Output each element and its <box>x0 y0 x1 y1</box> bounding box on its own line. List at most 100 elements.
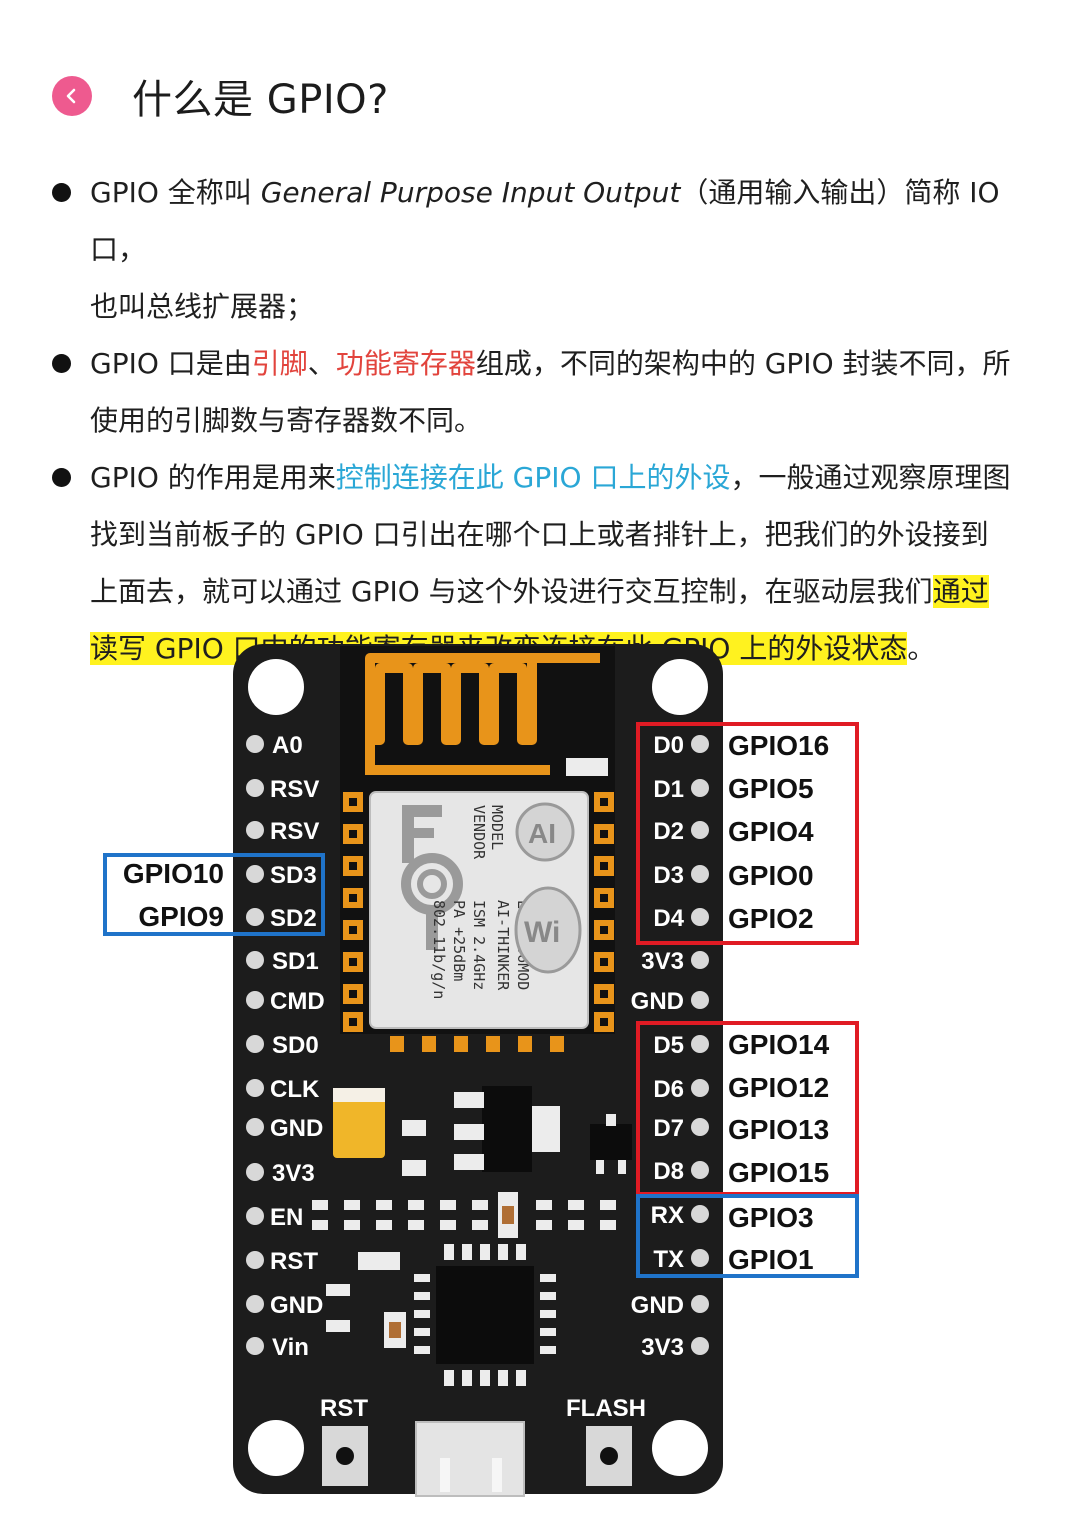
svg-text:AI: AI <box>528 818 556 849</box>
regulator-tab <box>532 1106 560 1152</box>
svg-text:Wi: Wi <box>524 916 560 949</box>
nodemcu-pinout-diagram: MODEL VENDOR ESP8266MOD AI-THINKER ISM 2… <box>100 640 880 1500</box>
smd-diode <box>358 1252 400 1270</box>
svg-text:MODEL: MODEL <box>488 805 506 850</box>
nodemcu-board-illustration: MODEL VENDOR ESP8266MOD AI-THINKER ISM 2… <box>103 644 859 1497</box>
pin-dot-icon <box>691 1079 709 1097</box>
capacitor-cap <box>333 1088 385 1102</box>
svg-text:AI-THINKER: AI-THINKER <box>494 900 512 991</box>
gpio-label: GPIO5 <box>728 773 814 804</box>
pin-label: GND <box>631 1292 684 1319</box>
pin-label: 3V3 <box>641 948 684 975</box>
pin-label: EN <box>270 1204 303 1231</box>
highlight-red-text: 功能寄存器 <box>335 347 476 380</box>
left-gpio-box <box>103 853 325 936</box>
bullet-text: GPIO 的作用是用来 <box>90 461 336 494</box>
gpio-label: GPIO1 <box>728 1244 814 1275</box>
left-pin-header <box>246 735 264 1355</box>
pin-label: D7 <box>653 1115 684 1142</box>
pin-dot-icon <box>246 908 264 926</box>
pin-dot-icon <box>246 1337 264 1355</box>
back-button[interactable] <box>52 76 92 116</box>
bullet-text: 找到当前板子的 GPIO 口引出在哪个口上或者排针上，把我们的外设接到 <box>90 518 989 551</box>
pin-label: D0 <box>653 732 684 759</box>
module-text-left: MODEL VENDOR <box>470 805 506 860</box>
sot-transistor <box>590 1124 632 1160</box>
pin-dot-icon <box>246 1251 264 1269</box>
smd-resistor <box>402 1160 426 1176</box>
bullet-italic-term: General Purpose Input Output <box>260 176 681 209</box>
pin-label: GND <box>270 1115 323 1142</box>
pin-label: D2 <box>653 818 684 845</box>
bullet-text: ，一般通过观察原理图 <box>730 461 1011 494</box>
smd-capacitor-body <box>502 1206 514 1224</box>
right-pin-labels: D0 D1 D2 D3 D4 3V3 GND D5 D6 D7 D8 RX TX… <box>631 732 685 1361</box>
left-pin-labels: A0 RSV RSV SD3 SD2 SD1 CMD SD0 CLK GND 3… <box>270 732 325 1361</box>
pin-label: D1 <box>653 776 684 803</box>
rst-button <box>322 1426 368 1486</box>
pin-label: D8 <box>653 1158 684 1185</box>
mounting-hole-icon <box>652 1420 708 1476</box>
pin-dot-icon <box>691 951 709 969</box>
pin-dot-icon <box>246 735 264 753</box>
tantalum-capacitor <box>333 1088 385 1158</box>
pin-label: SD3 <box>270 862 317 889</box>
pin-dot-icon <box>246 1035 264 1053</box>
right-gpio-panel <box>724 1198 855 1274</box>
pin-dot-icon <box>246 1079 264 1097</box>
pin-dot-icon <box>691 1035 709 1053</box>
pin-dot-icon <box>246 865 264 883</box>
pin-label: SD0 <box>272 1032 319 1059</box>
bullet-text: GPIO 全称叫 <box>90 176 261 209</box>
transistor-lead <box>596 1160 604 1174</box>
pin-label: D5 <box>653 1032 684 1059</box>
bullet-text: 组成，不同的架构中的 GPIO 封装不同，所 <box>475 347 1011 380</box>
pin-dot-icon <box>246 1207 264 1225</box>
mounting-hole-icon <box>248 1420 304 1476</box>
pin-dot-icon <box>246 1163 264 1181</box>
pin-dot-icon <box>691 735 709 753</box>
pin-label: RSV <box>270 776 319 803</box>
pin-dot-icon <box>246 991 264 1009</box>
right-gpio-labels: GPIO16 GPIO5 GPIO4 GPIO0 GPIO2 GPIO14 GP… <box>728 730 830 1275</box>
fcc-logo-icon <box>401 805 463 950</box>
pin-dot-icon <box>691 779 709 797</box>
usb-detail <box>440 1458 450 1492</box>
ai-thinker-logo-icon: AI <box>515 802 575 862</box>
chip-pins <box>414 1244 556 1386</box>
pin-label: CLK <box>270 1076 320 1103</box>
micro-usb-port <box>415 1421 525 1497</box>
page-header: 什么是 GPIO? <box>52 66 389 126</box>
bullet-text: 。 <box>907 632 936 665</box>
pin-dot-icon <box>691 865 709 883</box>
usb-detail <box>492 1458 502 1492</box>
flash-button <box>586 1426 632 1486</box>
pin-label: D6 <box>653 1076 684 1103</box>
pin-label: 3V3 <box>272 1160 315 1187</box>
smd-resistor-row <box>312 1200 616 1230</box>
transistor-lead <box>606 1114 616 1126</box>
highlight-red-text: 引脚 <box>251 347 308 380</box>
pin-label: RX <box>651 1202 684 1229</box>
regulator-lead <box>454 1124 484 1140</box>
gpio-label: GPIO0 <box>728 860 814 891</box>
pin-dot-icon <box>246 779 264 797</box>
pin-dot-icon <box>691 1337 709 1355</box>
pin-label: Vin <box>272 1334 309 1361</box>
pin-label: GND <box>270 1292 323 1319</box>
pin-dot-icon <box>691 1205 709 1223</box>
bullet-dot-icon <box>52 468 71 487</box>
pin-dot-icon <box>691 821 709 839</box>
wifi-antenna-trace <box>365 653 537 745</box>
highlight-blue-text: 控制连接在此 GPIO 口上的外设 <box>335 461 731 494</box>
module-text-right: ESP8266MOD AI-THINKER ISM 2.4GHz PA +25d… <box>430 900 532 999</box>
highlight-yellow-text: 通过 <box>932 575 989 608</box>
gpio-label: GPIO3 <box>728 1202 814 1233</box>
pin-label: GND <box>631 988 684 1015</box>
module-pad-holes <box>349 798 608 1026</box>
smd-part <box>326 1320 350 1332</box>
bullet-item: GPIO 全称叫 General Purpose Input Output（通用… <box>52 164 1042 335</box>
bullet-item: GPIO 口是由引脚、功能寄存器组成，不同的架构中的 GPIO 封装不同，所 使… <box>52 335 1042 449</box>
rst-button-label: RST <box>320 1395 368 1422</box>
bullet-text: 上面去，就可以通过 GPIO 与这个外设进行交互控制，在驱动层我们 <box>90 575 933 608</box>
